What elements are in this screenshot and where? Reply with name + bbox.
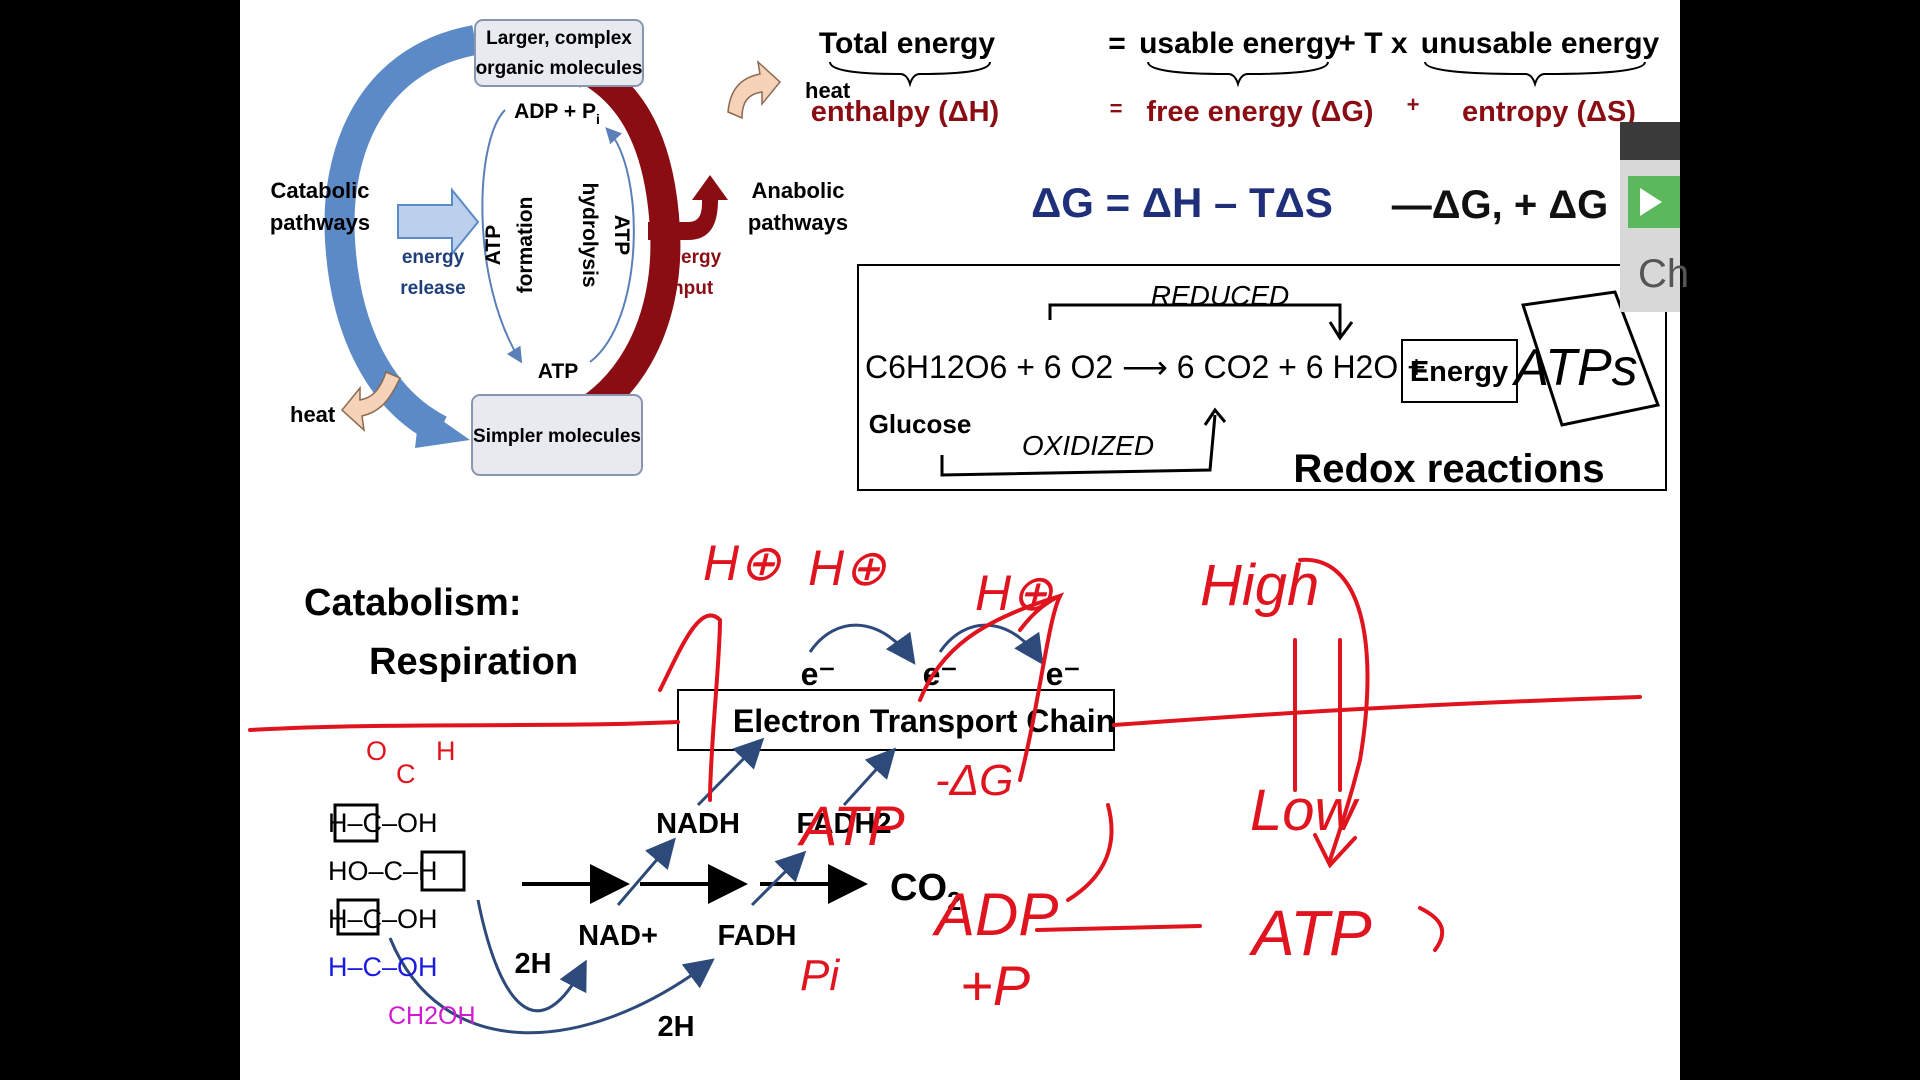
electron-1: e⁻ bbox=[801, 656, 836, 692]
gibbs-equation: ΔG = ΔH – TΔS bbox=[1031, 179, 1333, 226]
slide: Larger, complex organic molecules Simple… bbox=[240, 0, 1680, 1080]
unusable-energy: unusable energy bbox=[1421, 27, 1660, 60]
hw-adp: ADP bbox=[932, 881, 1058, 948]
glucose-row-2: HO–C–H bbox=[328, 856, 438, 886]
hw-pi: Pi bbox=[800, 951, 840, 1000]
larger-molecules-line2: organic molecules bbox=[476, 58, 643, 79]
energy-release-line2: release bbox=[400, 278, 466, 299]
glucose-o: O bbox=[366, 736, 387, 766]
player-side-panel: Ch bbox=[1620, 122, 1689, 312]
redox-energy: Energy bbox=[1410, 356, 1508, 388]
hw-plus-p: +P bbox=[960, 954, 1030, 1017]
energy-equations: Total energy = usable energy + T x unusa… bbox=[811, 27, 1660, 227]
hw-atps: ATPs bbox=[1511, 339, 1637, 397]
hw-reduced: REDUCED bbox=[1151, 280, 1289, 311]
glucose-row-5: CH2OH bbox=[388, 1002, 476, 1030]
respiration-title: Respiration bbox=[369, 641, 578, 683]
co2-label: CO2 bbox=[890, 867, 961, 916]
anabolic-line2: pathways bbox=[748, 210, 848, 235]
simpler-molecules-label: Simpler molecules bbox=[473, 426, 641, 447]
heat-bottom-label: heat bbox=[290, 402, 336, 427]
hw-h-plus-1: H⊕ bbox=[703, 535, 782, 591]
larger-molecules-box bbox=[474, 19, 644, 87]
atp-hydrolysis-line2: hydrolysis bbox=[578, 182, 601, 287]
hw-atp-left: ATP bbox=[797, 794, 905, 857]
free-energy: free energy (ΔG) bbox=[1146, 96, 1373, 128]
fadh2-label: FADH2 bbox=[796, 808, 891, 840]
hw-oxidized: OXIDIZED bbox=[1022, 430, 1154, 461]
glucose-structure: O C H H–C–OH HO–C–H H–C–OH H–C–OH CH2OH bbox=[328, 736, 476, 1030]
larger-molecules-line1: Larger, complex bbox=[486, 28, 632, 49]
two-h-2: 2H bbox=[657, 1011, 694, 1043]
hw-h-plus-2: H⊕ bbox=[808, 540, 887, 596]
etc-label: Electron Transport Chain bbox=[733, 703, 1115, 739]
red-handwriting-text: H⊕ H⊕ H⊕ High Low -ΔG ATP Pi ADP +P ATP bbox=[703, 535, 1372, 1017]
energy-input-arrow bbox=[648, 175, 728, 240]
player-ch-label: Ch bbox=[1638, 252, 1690, 296]
plus-t-x: + T x bbox=[1338, 27, 1408, 60]
redox-formula: C6H12O6 + 6 O2 ⟶ 6 CO2 + 6 H2O + bbox=[865, 349, 1426, 385]
slide-canvas: Larger, complex organic molecules Simple… bbox=[248, 19, 1667, 1043]
catabolism-section: Catabolism: Respiration Electron Transpo… bbox=[304, 582, 1115, 1043]
glucose-row-3: H–C–OH bbox=[328, 904, 438, 934]
energy-input-line2: input bbox=[667, 278, 714, 299]
plus-sign-2: + bbox=[1407, 92, 1420, 117]
glucose-c-top: C bbox=[396, 759, 416, 789]
total-energy: Total energy bbox=[819, 27, 995, 60]
simpler-molecules-box bbox=[471, 394, 643, 476]
entropy: entropy (ΔS) bbox=[1462, 96, 1636, 128]
fadh-label: FADH bbox=[718, 920, 797, 952]
glucose-h-top: H bbox=[436, 736, 456, 766]
metabolic-cycle: Larger, complex organic molecules Simple… bbox=[270, 19, 851, 476]
atp-hydrolysis-line1: ATP bbox=[610, 215, 633, 255]
atp-formation-line2: formation bbox=[514, 197, 537, 294]
heat-top-label: heat bbox=[805, 78, 851, 103]
atp-formation-line1: ATP bbox=[482, 225, 505, 265]
two-h-1: 2H bbox=[514, 948, 551, 980]
adp-pi-label: ADP + Pi bbox=[514, 100, 600, 127]
redox-box: C6H12O6 + 6 O2 ⟶ 6 CO2 + 6 H2O + Energy … bbox=[857, 264, 1667, 491]
hw-atp-right: ATP bbox=[1248, 897, 1372, 969]
catabolism-title: Catabolism: bbox=[304, 582, 521, 624]
player-panel-bar bbox=[1620, 122, 1680, 160]
energy-input-line1: energy bbox=[659, 247, 722, 268]
energy-release-arrow bbox=[397, 187, 480, 257]
enthalpy: enthalpy (ΔH) bbox=[811, 96, 999, 128]
nad-label: NAD+ bbox=[578, 920, 658, 952]
nadh-label: NADH bbox=[656, 808, 740, 840]
energy-release-line1: energy bbox=[402, 247, 465, 268]
electron-3: e⁻ bbox=[1046, 656, 1081, 692]
play-icon bbox=[1640, 188, 1662, 216]
heat-top-arrow bbox=[727, 59, 782, 120]
eq-sign-2: = bbox=[1110, 96, 1123, 121]
eq-sign: = bbox=[1108, 27, 1126, 60]
atp-bottom-label: ATP bbox=[538, 360, 578, 383]
delta-g-signs: —ΔG, + ΔG bbox=[1392, 183, 1608, 227]
usable-energy: usable energy bbox=[1139, 27, 1341, 60]
hw-neg-delta-g: -ΔG bbox=[935, 756, 1013, 805]
redox-glucose: Glucose bbox=[869, 409, 972, 439]
glucose-row-1: H–C–OH bbox=[328, 808, 438, 838]
heat-bottom-arrow bbox=[340, 370, 402, 432]
redox-title: Redox reactions bbox=[1293, 447, 1604, 491]
hw-high: High bbox=[1200, 553, 1319, 618]
anabolic-line1: Anabolic bbox=[752, 178, 845, 203]
glucose-row-4: H–C–OH bbox=[328, 952, 438, 982]
hw-h-plus-3: H⊕ bbox=[975, 565, 1054, 621]
red-annotations bbox=[248, 557, 1642, 952]
catabolic-line2: pathways bbox=[270, 210, 370, 235]
hw-low: Low bbox=[1250, 778, 1360, 843]
catabolic-line1: Catabolic bbox=[270, 178, 369, 203]
